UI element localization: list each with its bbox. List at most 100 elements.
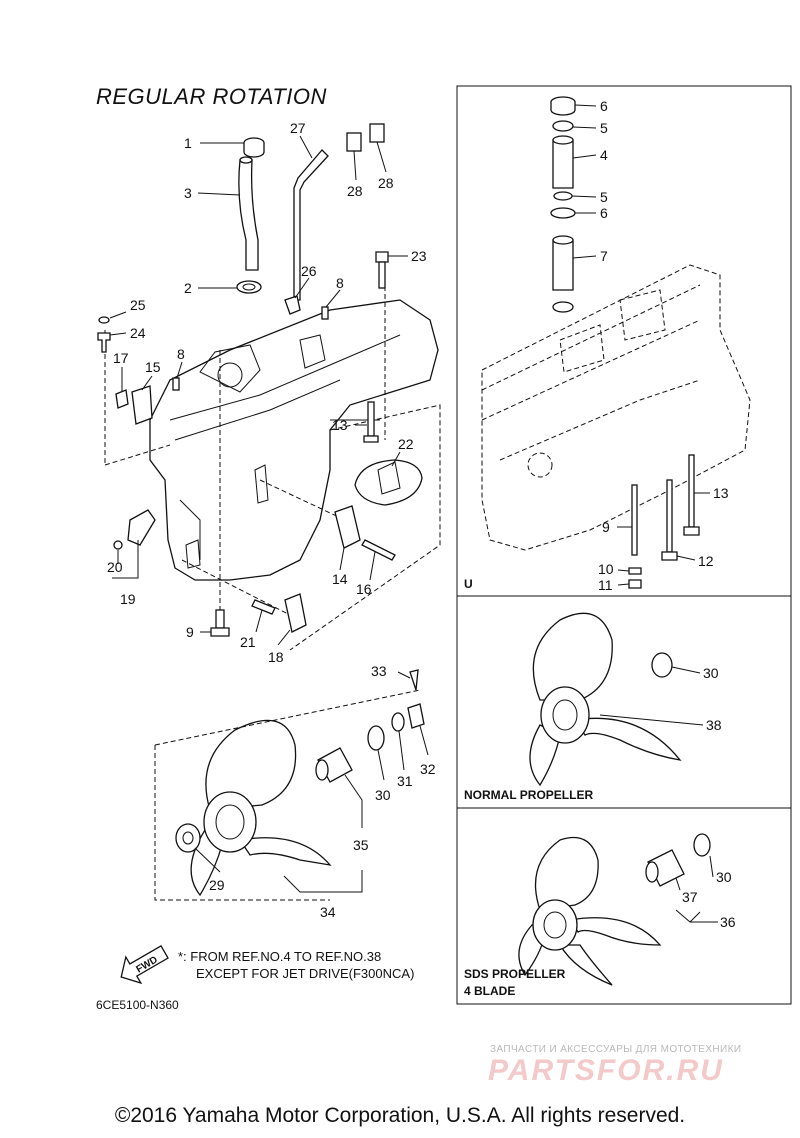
- callout-8a: 8: [336, 275, 344, 291]
- callout-10: 10: [598, 561, 614, 577]
- part-30-spacer-normal: [651, 652, 673, 678]
- callout-14: 14: [332, 571, 348, 587]
- callout-16: 16: [356, 581, 372, 597]
- part-27-pipe: [293, 149, 329, 301]
- part-18-cover: [284, 593, 307, 633]
- propeller-regular: [190, 719, 332, 897]
- callout-17: 17: [113, 350, 129, 366]
- callout-2: 2: [184, 280, 192, 296]
- part-19-bracket: [127, 509, 156, 546]
- callout-3: 3: [184, 185, 192, 201]
- callout-30a: 30: [375, 787, 391, 803]
- fwd-arrow-icon: FWD: [120, 945, 169, 985]
- callout-5b: 5: [600, 189, 608, 205]
- part-11-nut: [628, 579, 642, 589]
- callout-33: 33: [371, 663, 387, 679]
- part-12-bolt: [666, 479, 673, 553]
- watermark-logo: PARTSFOR.RU: [488, 1054, 724, 1087]
- callout-22: 22: [398, 436, 414, 452]
- callout-15: 15: [145, 359, 161, 375]
- part-29-thrust-washer: [175, 823, 201, 853]
- callout-28a: 28: [347, 183, 363, 199]
- part-13-bolt-u: [688, 454, 695, 528]
- callout-19: 19: [120, 591, 136, 607]
- callout-18: 18: [268, 649, 284, 665]
- part-8-pin-a: [321, 306, 329, 320]
- page-title: REGULAR ROTATION: [96, 84, 327, 109]
- callout-9b: 9: [602, 519, 610, 535]
- part-9-stud: [631, 484, 638, 556]
- part-28-clip-a: [346, 132, 362, 152]
- callout-11: 11: [598, 577, 613, 593]
- fwd-label: FWD: [134, 955, 159, 976]
- callout-12: 12: [698, 553, 714, 569]
- lower-casing-main: [149, 299, 439, 581]
- part-31-washer: [391, 712, 405, 732]
- panel-sds-label-1: SDS PROPELLER: [464, 967, 566, 981]
- callout-24: 24: [130, 325, 146, 341]
- callout-34: 34: [320, 904, 336, 920]
- panel-u-label: U: [464, 577, 473, 591]
- part-23-bolt: [375, 251, 389, 263]
- part-24-plug: [97, 332, 111, 353]
- part-14-cover: [334, 505, 361, 549]
- callout-9a: 9: [186, 624, 194, 640]
- part-22-trim-tab: [354, 459, 423, 506]
- part-21-screw: [251, 599, 276, 615]
- callout-25: 25: [130, 297, 146, 313]
- part-13-bolt: [367, 401, 375, 437]
- panel-sds-propeller-frame: [456, 807, 792, 1005]
- lower-casing-u: [481, 264, 751, 551]
- callout-20: 20: [107, 559, 123, 575]
- callout-5a: 5: [600, 120, 608, 136]
- panel-normal-propeller-frame: [456, 595, 792, 809]
- part-30-spacer: [367, 725, 385, 751]
- callout-6a: 6: [600, 98, 608, 114]
- callout-32: 32: [420, 761, 436, 777]
- watermark-tagline: ЗАПЧАСТИ И АКСЕССУАРЫ ДЛЯ МОТОТЕХНИКИ: [490, 1044, 742, 1055]
- part-9-bolt: [215, 609, 225, 629]
- callout-7: 7: [600, 248, 608, 264]
- callout-23: 23: [411, 248, 427, 264]
- part-2-grommet: [236, 280, 262, 294]
- part-26-cap: [284, 295, 301, 315]
- callout-26: 26: [301, 263, 317, 279]
- callout-4: 4: [600, 147, 608, 163]
- callout-29: 29: [209, 877, 225, 893]
- callout-13a: 13: [332, 417, 348, 433]
- part-32-nut: [407, 703, 425, 729]
- part-17-nut: [115, 389, 129, 409]
- part-25-washer: [98, 316, 110, 324]
- panel-u-frame: [456, 85, 792, 597]
- panel-normal-label: NORMAL PROPELLER: [464, 788, 593, 802]
- part-10-washer: [628, 567, 642, 575]
- part-28-clip-b: [369, 123, 385, 143]
- jet-drive-note: *: FROM REF.NO.4 TO REF.NO.38 EXCEPT FOR…: [178, 948, 414, 982]
- callout-21: 21: [240, 634, 256, 650]
- panel-u-parts: [550, 96, 576, 313]
- callout-1: 1: [184, 135, 192, 151]
- part-33-cotter-pin: [409, 669, 419, 691]
- diagram-code: 6CE5100-N360: [96, 998, 179, 1012]
- propeller-sds: [518, 836, 662, 986]
- propeller-normal: [529, 612, 682, 787]
- callout-27: 27: [290, 120, 306, 136]
- part-20-nut: [113, 540, 123, 550]
- leader-lines: [109, 104, 718, 923]
- callout-36: 36: [720, 914, 736, 930]
- callout-28b: 28: [378, 175, 394, 191]
- callout-8b: 8: [177, 346, 185, 362]
- callout-31: 31: [397, 773, 413, 789]
- callout-30c: 30: [716, 869, 732, 885]
- part-15-bracket: [131, 385, 153, 425]
- callout-30b: 30: [703, 665, 719, 681]
- copyright-footer: ©2016 Yamaha Motor Corporation, U.S.A. A…: [114, 1104, 686, 1127]
- part-16-screw: [361, 539, 396, 561]
- callout-35: 35: [353, 837, 369, 853]
- callout-13b: 13: [713, 485, 729, 501]
- callout-37: 37: [682, 889, 698, 905]
- panel-sds-label-2: 4 BLADE: [464, 984, 515, 998]
- part-3-water-tube: [238, 159, 259, 271]
- callout-6b: 6: [600, 205, 608, 221]
